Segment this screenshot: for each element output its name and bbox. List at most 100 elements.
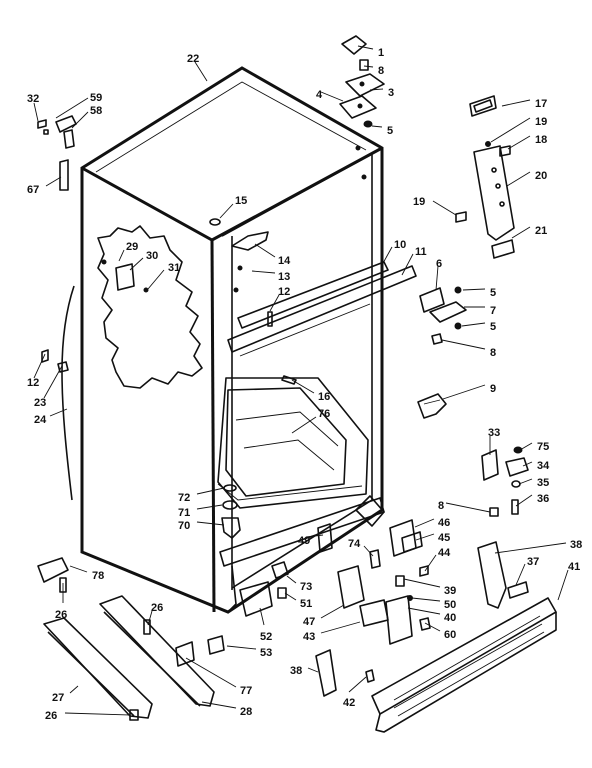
leader-line-8 xyxy=(363,65,374,68)
leader-line-47 xyxy=(320,604,345,619)
top-hinge-assembly xyxy=(339,35,385,128)
callout-label-7: 7 xyxy=(490,305,496,317)
callout-leader-lines xyxy=(33,45,569,716)
leader-line-72 xyxy=(196,487,225,495)
callout-label-1: 1 xyxy=(378,47,384,59)
leader-line-59 xyxy=(55,97,89,119)
callout-label-10: 10 xyxy=(394,239,406,251)
callout-label-43: 43 xyxy=(303,631,315,643)
callout-label-40: 40 xyxy=(444,612,456,624)
leader-line-50 xyxy=(411,597,441,602)
leader-line-26 xyxy=(64,712,131,716)
leader-line-22 xyxy=(194,61,208,82)
callout-label-20: 20 xyxy=(535,170,547,182)
callout-label-73: 73 xyxy=(300,581,312,593)
callout-label-31: 31 xyxy=(168,262,180,274)
callout-label-58: 58 xyxy=(90,105,102,117)
leader-line-28 xyxy=(201,701,237,709)
leader-line-26 xyxy=(147,610,153,626)
callout-label-60: 60 xyxy=(444,629,456,641)
leader-line-77 xyxy=(185,657,237,688)
cabinet-body xyxy=(80,66,417,614)
leader-line-44 xyxy=(424,554,437,572)
leader-line-76 xyxy=(291,416,317,434)
leader-line-70 xyxy=(196,521,225,526)
leader-line-51 xyxy=(284,592,297,601)
callout-label-4: 4 xyxy=(316,89,323,101)
callout-label-47: 47 xyxy=(303,616,315,628)
lower-middle-parts xyxy=(315,565,431,697)
leader-line-29 xyxy=(118,249,125,262)
callout-label-6: 6 xyxy=(436,258,442,270)
callout-label-33: 33 xyxy=(488,427,500,439)
callout-label-12: 12 xyxy=(278,286,290,298)
callout-label-8: 8 xyxy=(378,65,384,77)
leader-line-9 xyxy=(442,384,486,400)
callout-label-14: 14 xyxy=(278,255,291,267)
callout-label-44: 44 xyxy=(438,547,451,559)
leader-line-74 xyxy=(363,545,374,557)
callout-label-26: 26 xyxy=(45,710,57,722)
callout-label-11: 11 xyxy=(415,246,427,258)
leader-line-38 xyxy=(307,667,319,673)
leader-line-32 xyxy=(33,102,39,122)
leader-line-21 xyxy=(511,226,531,239)
leader-line-17 xyxy=(501,99,531,107)
leader-line-16 xyxy=(291,379,315,394)
leader-line-6 xyxy=(435,265,439,291)
leader-line-67 xyxy=(45,176,62,187)
callout-label-35: 35 xyxy=(537,477,549,489)
leader-line-52 xyxy=(259,607,265,626)
leader-line-19 xyxy=(490,117,531,143)
callout-label-49: 49 xyxy=(298,535,310,547)
callout-label-77: 77 xyxy=(240,685,252,697)
callout-label-50: 50 xyxy=(444,599,456,611)
callout-label-24: 24 xyxy=(34,414,47,426)
callout-label-67: 67 xyxy=(27,184,39,196)
leader-line-3 xyxy=(369,88,384,91)
leader-line-24 xyxy=(49,408,68,417)
callout-label-8: 8 xyxy=(438,500,444,512)
leader-line-13 xyxy=(251,270,276,274)
leader-line-5 xyxy=(371,125,383,128)
leader-line-1 xyxy=(357,45,374,50)
callout-label-17: 17 xyxy=(535,98,547,110)
leader-line-4 xyxy=(320,91,344,102)
leader-line-37 xyxy=(515,563,526,586)
leader-line-11 xyxy=(401,253,414,276)
callout-label-18: 18 xyxy=(535,134,547,146)
callout-label-45: 45 xyxy=(438,532,450,544)
callout-label-41: 41 xyxy=(568,561,580,573)
callout-label-23: 23 xyxy=(34,397,46,409)
callout-label-22: 22 xyxy=(187,53,199,65)
lower-left-parts xyxy=(37,557,289,667)
leader-line-41 xyxy=(557,569,569,601)
leader-line-5 xyxy=(461,322,486,327)
callout-label-78: 78 xyxy=(92,570,104,582)
callout-label-32: 32 xyxy=(27,93,39,105)
callout-label-46: 46 xyxy=(438,517,450,529)
leader-line-36 xyxy=(515,494,533,507)
callout-label-9: 9 xyxy=(490,383,496,395)
leader-line-12 xyxy=(33,353,46,379)
leader-line-14 xyxy=(254,243,276,258)
callout-label-34: 34 xyxy=(537,460,550,472)
callout-label-8: 8 xyxy=(490,347,496,359)
leader-line-12 xyxy=(269,294,280,312)
callout-label-30: 30 xyxy=(146,250,158,262)
leader-line-30 xyxy=(129,257,144,271)
callout-label-19: 19 xyxy=(535,116,547,128)
leader-line-73 xyxy=(286,575,297,584)
callout-label-21: 21 xyxy=(535,225,547,237)
leader-line-35 xyxy=(518,478,533,485)
right-lower-bracket-parts xyxy=(481,446,529,517)
leader-line-45 xyxy=(415,533,435,541)
right-hinge-bracket xyxy=(455,95,515,259)
leader-line-18 xyxy=(507,135,531,150)
callout-label-72: 72 xyxy=(178,492,190,504)
callout-label-3: 3 xyxy=(388,87,394,99)
callout-label-52: 52 xyxy=(260,631,272,643)
grille-assembly xyxy=(371,541,557,733)
leader-line-49 xyxy=(305,534,324,538)
